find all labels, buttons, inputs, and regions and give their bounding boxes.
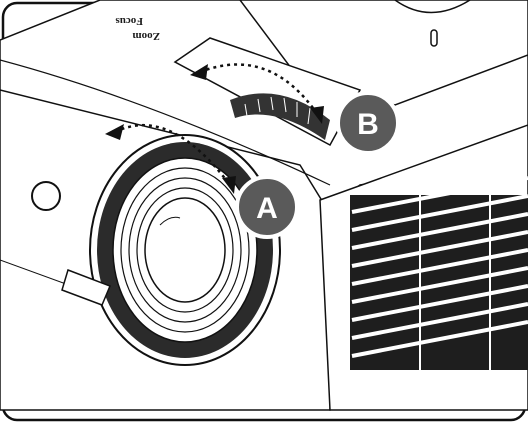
focus-rotation-arrow	[105, 123, 236, 194]
power-button-outline	[394, 0, 471, 14]
lens-highlight	[159, 216, 181, 226]
adjuster-foot	[61, 269, 111, 306]
zoom-label: Zoom	[133, 30, 161, 42]
callout-a-label: A	[256, 192, 278, 225]
vent-grille	[350, 176, 528, 370]
lens-glass	[144, 197, 226, 303]
lens-assembly	[89, 134, 281, 366]
focus-label: Focus	[115, 15, 143, 27]
callout-b-label: B	[357, 108, 379, 141]
callout-a: A	[235, 175, 299, 239]
front-edge-line	[0, 59, 331, 186]
ir-receiver	[31, 181, 61, 211]
callout-b: B	[336, 91, 400, 155]
indicator-led	[430, 29, 438, 47]
zoom-ring	[230, 93, 330, 140]
zoom-rotation-arrow	[190, 63, 324, 124]
